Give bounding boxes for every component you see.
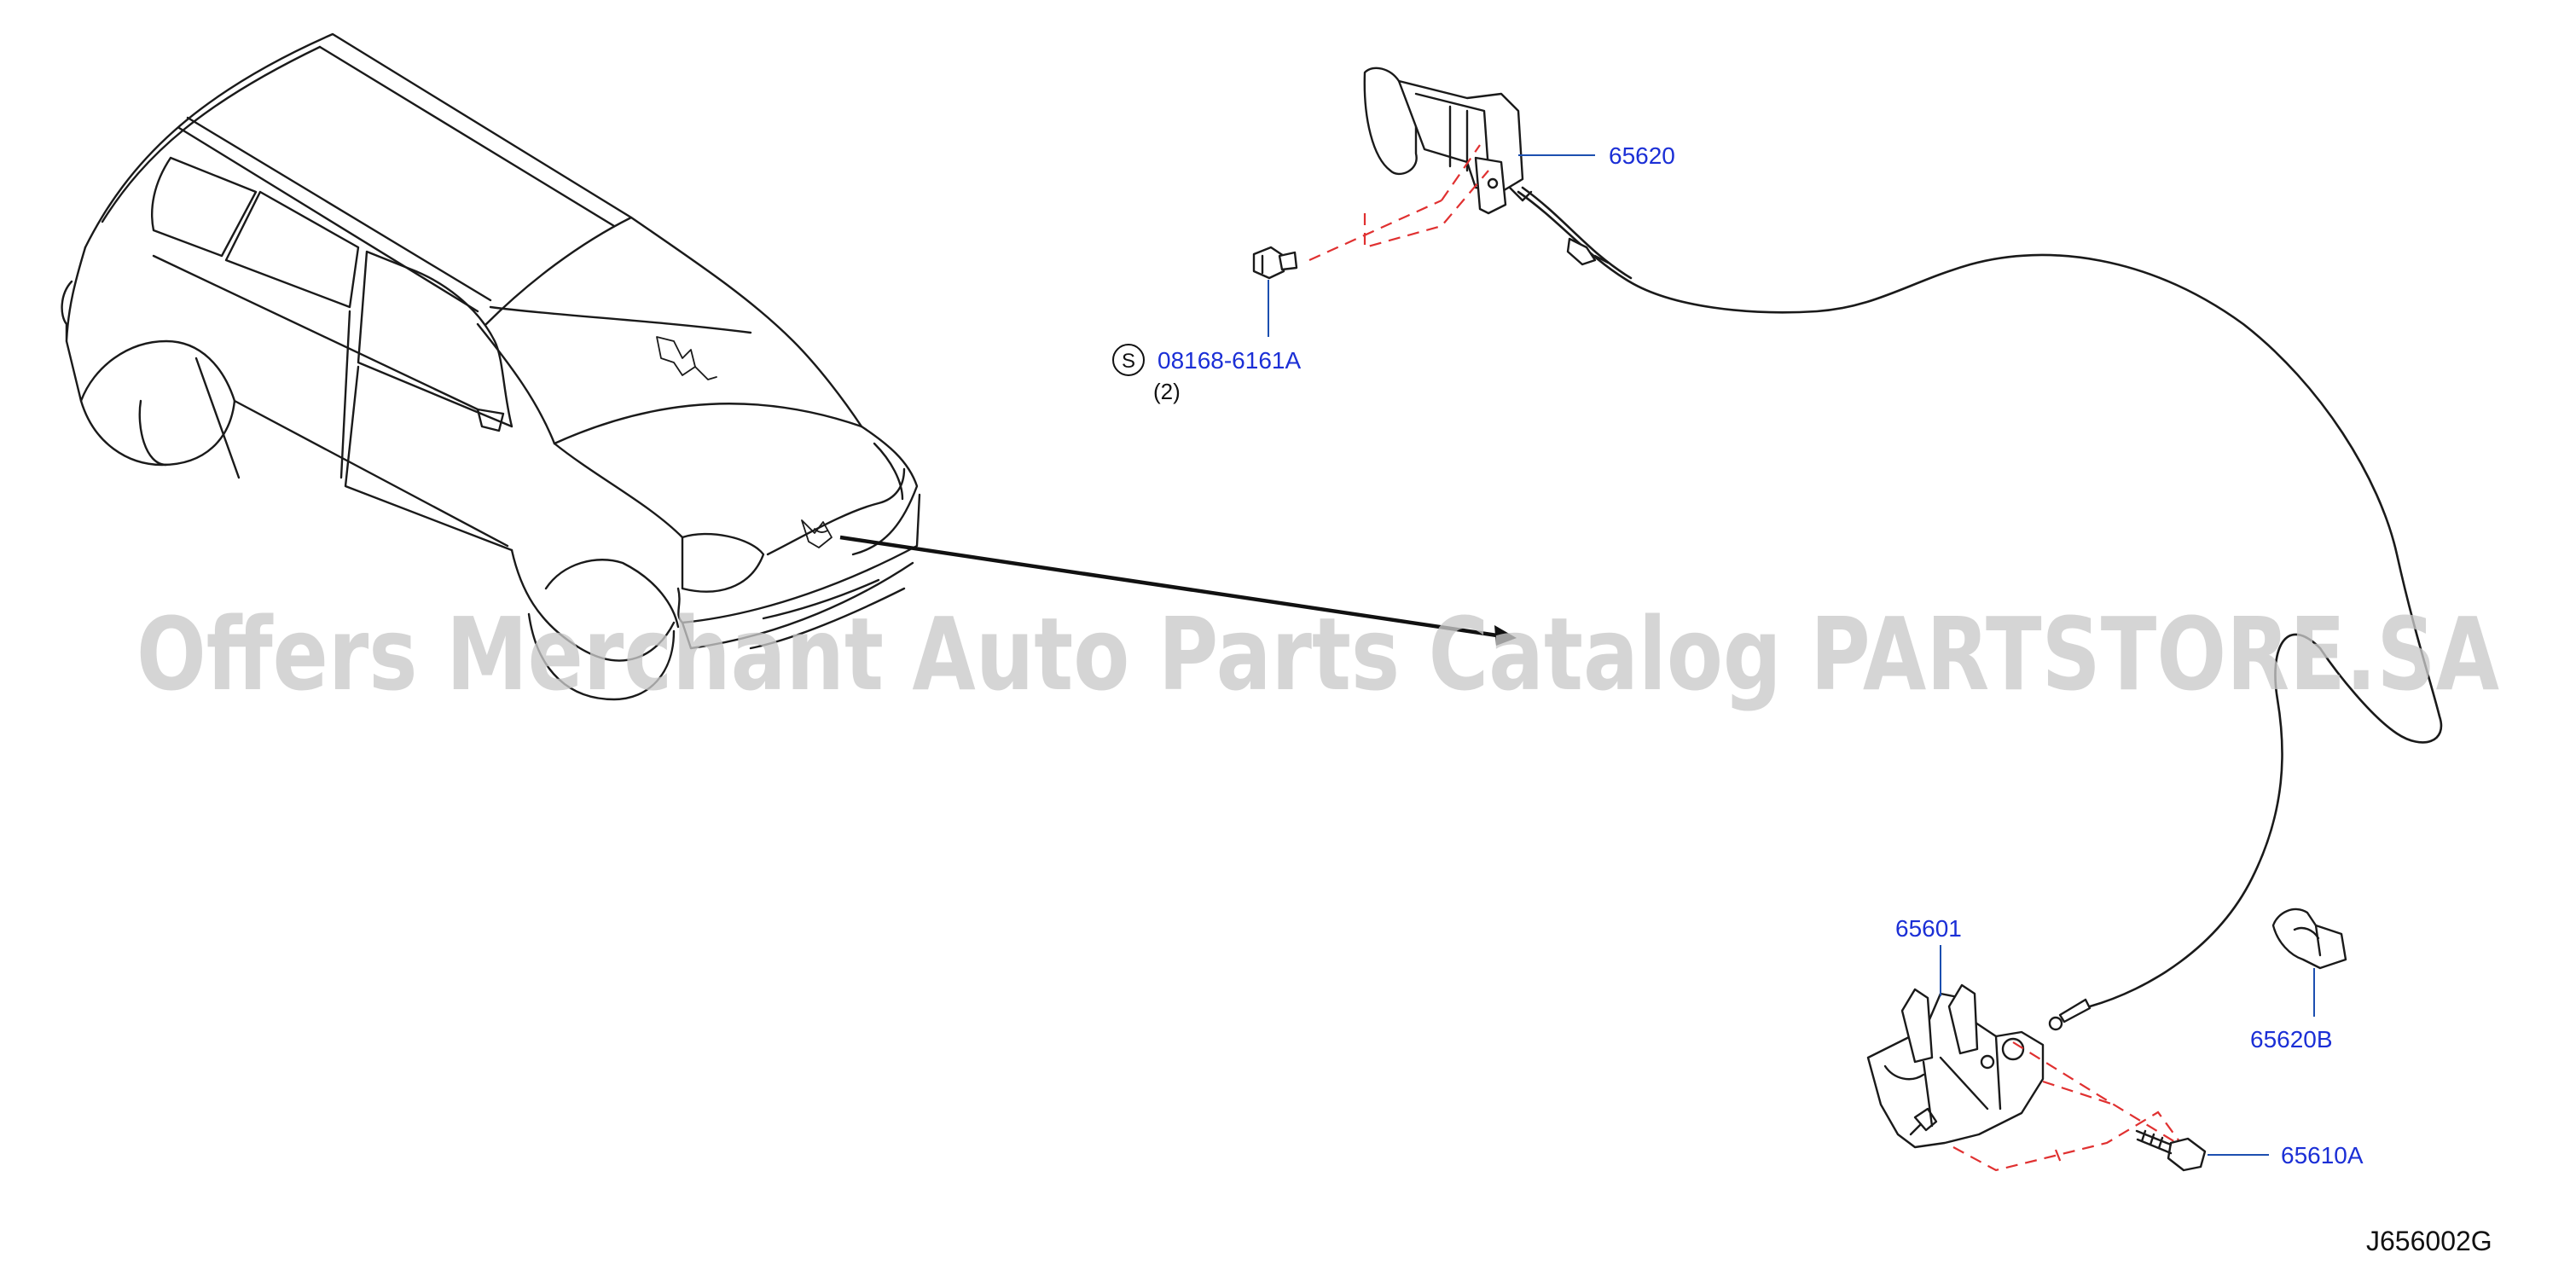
install-guide-handle [1308, 144, 1489, 262]
part-number-08168-6161A[interactable]: 08168-6161A [1157, 347, 1301, 374]
part-number-65610A[interactable]: 65610A [2281, 1142, 2364, 1169]
part-number-65601[interactable]: 65601 [1895, 915, 1962, 942]
vehicle-illustration [61, 32, 921, 701]
part-number-65620B[interactable]: 65620B [2250, 1026, 2333, 1053]
bolt-65610A [2135, 1129, 2207, 1172]
cable-outer-sheath [1521, 186, 1633, 280]
part-number-65620[interactable]: 65620 [1609, 142, 1675, 169]
install-guide-lock [1952, 1041, 2184, 1172]
standard-part-mark [1112, 344, 1145, 376]
cable-end-fitting [2048, 998, 2092, 1031]
diagram-code: J656002G [2366, 1226, 2492, 1256]
detail-pointer-arrow [839, 535, 1517, 646]
watermark: Offers Merchant Auto Parts Catalog PARTS… [136, 595, 2499, 713]
hood-release-handle-65620 [1363, 67, 1610, 266]
release-cable [1517, 190, 2443, 1008]
hood-lock-assembly-65601 [1866, 983, 2045, 1149]
part-quantity-08168-6161A: (2) [1153, 379, 1181, 404]
cable-clip-65620B [2271, 908, 2347, 970]
standard-part-mark-letter: S [1122, 350, 1135, 373]
bolt-08168-6161A [1252, 246, 1298, 280]
